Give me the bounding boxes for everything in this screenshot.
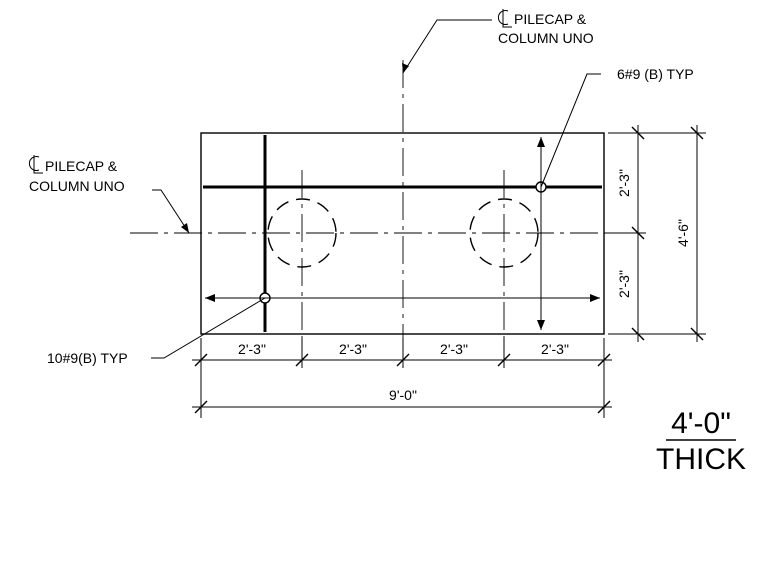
top-bars-note: 6#9 (B) TYP [617, 66, 694, 82]
thickness-value: 4'-0" [671, 407, 731, 440]
dim-overall-length: 9'-0" [389, 387, 417, 403]
pilecap-outline [200, 132, 605, 335]
bottom-bar-arrow-left [205, 294, 215, 302]
dim-overall-width: 4'-6" [675, 219, 691, 247]
bottom-bars-note: 10#9(B) TYP [47, 350, 128, 366]
dim-bottom-4: 2'-3" [541, 341, 569, 357]
bottom-dimension-string [192, 338, 612, 418]
leader-top-bars [540, 73, 601, 188]
leader-cl-top-arrow [402, 63, 409, 73]
pile-left [267, 198, 337, 268]
cl-top-line1: PILECAP & [514, 11, 587, 27]
dim-right-2: 2'-3" [616, 270, 632, 298]
cl-left-line1: PILECAP & [45, 158, 118, 174]
centerline-symbol-top [497, 9, 512, 28]
leader-cl-left-arrow [181, 223, 189, 233]
right-dimension-string [608, 125, 706, 342]
leader-bottom-bars [151, 297, 266, 359]
centerline-symbol-left [28, 155, 43, 174]
top-bar-arrow-down [537, 320, 545, 330]
leader-cl-top [402, 19, 492, 74]
dim-bottom-1: 2'-3" [238, 341, 266, 357]
dim-bottom-3: 2'-3" [440, 341, 468, 357]
dim-right-1: 2'-3" [616, 169, 632, 197]
dim-bottom-2: 2'-3" [339, 341, 367, 357]
thickness-label: THICK [656, 443, 746, 476]
bottom-bar-arrow-right [590, 294, 600, 302]
pile-right [469, 198, 539, 268]
cl-top-line2: COLUMN UNO [498, 30, 594, 46]
top-bar-arrow-up [537, 137, 545, 147]
cl-left-line2: COLUMN UNO [29, 178, 125, 194]
leader-cl-left [152, 189, 190, 234]
